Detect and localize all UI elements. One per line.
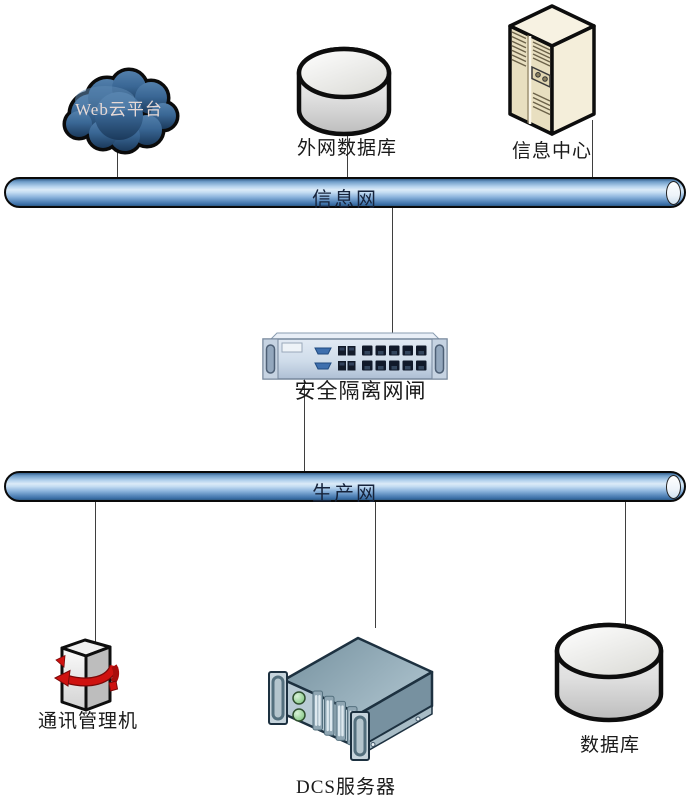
production-network-label: 生产网 [312,483,378,505]
dcs-server-label: DCS服务器 [296,777,396,798]
info-network-bus: 信息网 [4,177,686,211]
server-tower-icon [508,4,596,136]
edge-prodnet-db [625,500,626,630]
external-database-cylinder-icon [296,46,392,137]
edge-prodnet-comm [95,500,96,646]
web-cloud-label: Web云平台 [75,100,163,119]
database-cylinder-icon [554,622,664,723]
database-label: 数据库 [579,735,640,756]
pipe-end-cap [666,475,681,499]
cloud-icon [62,67,180,155]
comm-manager-label: 通讯管理机 [37,711,138,732]
info-center-label: 信息中心 [511,141,592,162]
edge-infocenter-infonet [592,120,593,179]
edge-infonet-gateway [392,206,393,335]
info-network-label: 信息网 [312,189,378,211]
edge-cloud-infonet [117,148,118,179]
external-db-label: 外网数据库 [296,138,397,159]
rack-server-icon [268,636,434,761]
edge-prodnet-dcs [375,500,376,628]
edge-gateway-prodnet [304,376,305,472]
pipe-end-cap [666,181,681,205]
gateway-appliance-icon [262,332,448,380]
gateway-label: 安全隔离网闸 [294,379,427,403]
workstation-icon [53,638,120,712]
edge-extdb-infonet [347,134,348,179]
production-network-bus: 生产网 [4,471,686,505]
